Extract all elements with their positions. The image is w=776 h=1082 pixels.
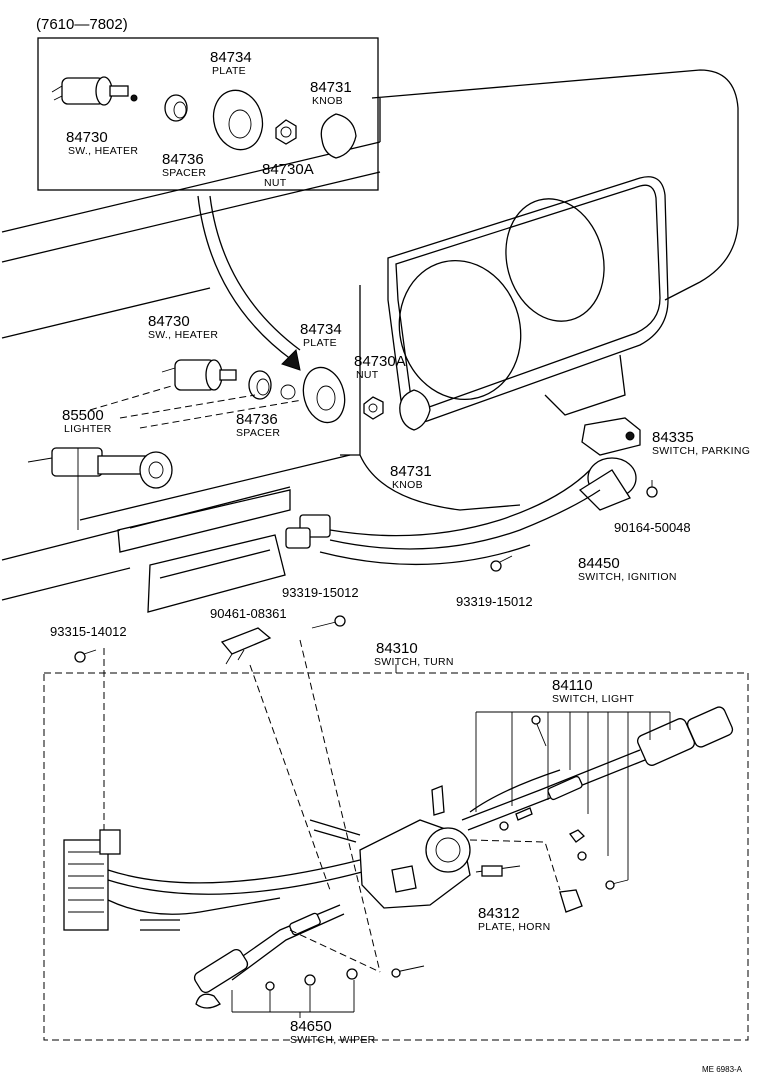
- spacer-drawing: [248, 370, 272, 400]
- label-84736-desc: SPACER: [236, 427, 280, 439]
- inset-knob-drawing: [320, 113, 357, 159]
- light-switch-stalk: [461, 706, 734, 831]
- wiper-switch-callout-lines: [231, 980, 355, 1018]
- label-84650-num: 84650: [290, 1018, 332, 1035]
- turn-switch-body: [359, 785, 471, 909]
- inset-nut-drawing: [275, 119, 297, 145]
- label-84312-num: 84312: [478, 905, 520, 922]
- label-84730-num: 84730: [148, 313, 190, 330]
- turn-switch-group-box: 84310 SWITCH, TURN: [43, 640, 749, 1041]
- inset-pointer-arrow: [197, 195, 301, 371]
- label-93319-15012-left: 93319-15012: [282, 585, 359, 600]
- screw-90164: [646, 480, 658, 498]
- screw-93319-right: [490, 555, 513, 572]
- label-84731-inset-num: 84731: [310, 79, 352, 96]
- label-84734-inset-desc: PLATE: [212, 65, 246, 77]
- label-84736-num: 84736: [236, 411, 278, 428]
- screw-93319-left: [311, 615, 346, 629]
- label-84731-inset-desc: KNOB: [312, 95, 343, 107]
- inset-heater-switch-drawing: [51, 76, 138, 106]
- inset-range-label: (7610—7802): [36, 16, 128, 33]
- label-84450-num: 84450: [578, 555, 620, 572]
- light-switch-callout-lines: [475, 711, 671, 880]
- ignition-wiring: [285, 469, 601, 566]
- horn-plate-drawing: [469, 839, 561, 891]
- knob-drawing: [399, 389, 431, 431]
- screw-93315: [74, 649, 97, 663]
- label-84730A-desc: NUT: [356, 369, 379, 381]
- plate-drawing: [302, 366, 346, 424]
- label-84335-desc: SWITCH, PARKING: [652, 445, 750, 457]
- label-84730A-inset-num: 84730A: [262, 161, 314, 178]
- label-85500-desc: LIGHTER: [64, 423, 112, 435]
- label-84110-num: 84110: [552, 677, 593, 694]
- wiper-switch-stalk: [193, 904, 345, 1009]
- label-93315-14012: 93315-14012: [50, 624, 127, 639]
- label-93319-15012-right: 93319-15012: [456, 594, 533, 609]
- label-84734-inset-num: 84734: [210, 49, 252, 66]
- label-84310-desc: SWITCH, TURN: [374, 656, 454, 668]
- label-84450-desc: SWITCH, IGNITION: [578, 571, 677, 583]
- inset-plate-drawing: [212, 89, 264, 151]
- parking-switch-drawing: [581, 417, 641, 456]
- label-84730-desc: SW., HEATER: [148, 329, 218, 341]
- label-84731-num: 84731: [390, 463, 432, 480]
- label-84736-inset-desc: SPACER: [162, 167, 206, 179]
- label-84734-desc: PLATE: [303, 337, 337, 349]
- label-84730-inset-num: 84730: [66, 129, 108, 146]
- label-90164-50048: 90164-50048: [614, 520, 691, 535]
- fastener-guide-lines: [103, 639, 381, 973]
- label-84730-inset-desc: SW., HEATER: [68, 145, 138, 157]
- label-84650-desc: SWITCH, WIPER: [290, 1034, 376, 1046]
- label-84312-desc: PLATE, HORN: [478, 921, 551, 933]
- label-84731-desc: KNOB: [392, 479, 423, 491]
- label-90461-08361: 90461-08361: [210, 606, 287, 621]
- ignition-switch-drawing: [578, 457, 637, 511]
- mounting-hole: [280, 384, 296, 400]
- label-84335-num: 84335: [652, 429, 694, 446]
- nut-drawing: [363, 396, 384, 420]
- heater-assembly-guide-lines: [89, 384, 303, 429]
- inset-spacer-drawing: [164, 94, 188, 122]
- figure-reference-code: ME 6983-A: [702, 1065, 743, 1074]
- turn-switch-harness: [107, 819, 363, 931]
- label-84734-num: 84734: [300, 321, 342, 338]
- label-84310-num: 84310: [376, 640, 418, 657]
- lighter-drawing: [27, 447, 173, 530]
- label-84730A-num: 84730A: [354, 353, 406, 370]
- heater-switch-drawing: [161, 359, 237, 391]
- label-84110-desc: SWITCH, LIGHT: [552, 693, 634, 705]
- label-85500-num: 85500: [62, 407, 104, 424]
- label-84730A-inset-desc: NUT: [264, 177, 287, 189]
- inset-box: (7610—7802) 84734 PLATE 84731 KNOB 84730: [36, 16, 379, 191]
- light-switch-fasteners: [499, 715, 629, 913]
- label-84736-inset-num: 84736: [162, 151, 204, 168]
- bracket-90461: [220, 627, 272, 665]
- turn-switch-connector: [63, 829, 121, 931]
